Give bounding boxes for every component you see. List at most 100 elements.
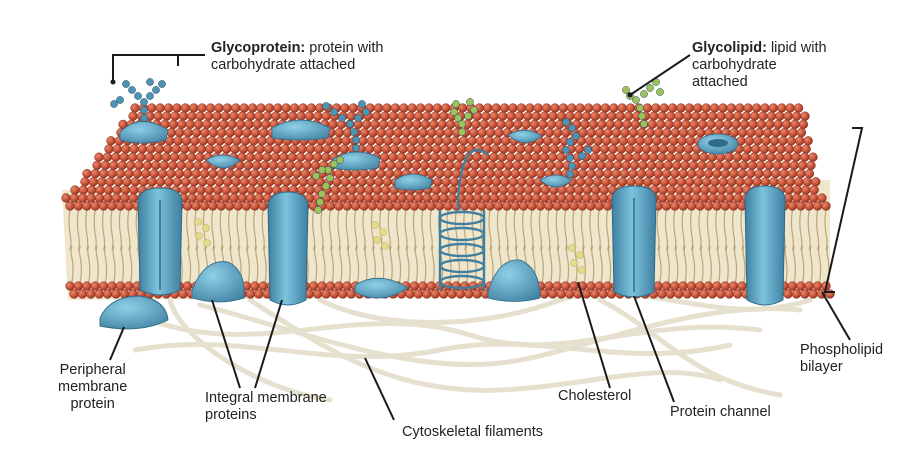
lipid-head: [478, 128, 487, 137]
lipid-head: [467, 177, 476, 186]
lipid-head: [700, 194, 709, 203]
lipid-head: [664, 161, 673, 170]
lipid-head: [580, 161, 589, 170]
lipid-head: [441, 104, 450, 113]
lipid-head: [179, 290, 188, 299]
lipid-head: [447, 153, 456, 162]
lipid-head: [651, 104, 660, 113]
lipid-head: [373, 145, 382, 154]
lipid-head: [575, 186, 584, 195]
lipid-head: [637, 128, 646, 137]
lipid-head: [584, 104, 593, 113]
lipid-head: [209, 169, 218, 178]
lipid-head: [124, 202, 133, 211]
lipid-head: [595, 128, 604, 137]
lipid-head: [529, 161, 538, 170]
lipid-head: [603, 169, 612, 178]
lipid-head: [188, 194, 197, 203]
lipid-head: [519, 169, 528, 178]
lipid-head: [551, 104, 560, 113]
lipid-head: [358, 177, 367, 186]
lipid-head: [801, 186, 810, 195]
lipid-head: [570, 202, 579, 211]
lipid-head: [469, 128, 478, 137]
lipid-head: [784, 290, 793, 299]
lipid-head: [399, 104, 408, 113]
lipid-head: [649, 153, 658, 162]
lipid-head: [369, 128, 378, 137]
lipid-head: [217, 128, 226, 137]
lipid-head: [654, 169, 663, 178]
lipid-head: [800, 290, 809, 299]
lipid-head: [543, 136, 552, 145]
sugar-unit: [110, 100, 117, 107]
lipid-head: [257, 104, 266, 113]
lipid-head: [179, 112, 188, 121]
lipid-head: [660, 104, 669, 113]
lipid-head: [549, 112, 558, 121]
lipid-head: [392, 136, 401, 145]
lipid-head: [523, 153, 532, 162]
lipid-head: [431, 194, 440, 203]
lipid-head: [385, 202, 394, 211]
lipid-head: [89, 177, 98, 186]
lipid-head: [601, 177, 610, 186]
lipid-head: [799, 120, 808, 129]
lipid-head: [150, 169, 159, 178]
lipid-head: [190, 177, 199, 186]
lipid-head: [427, 169, 436, 178]
lipid-head: [779, 136, 788, 145]
lipid-head: [228, 120, 237, 129]
lipid-head: [786, 104, 795, 113]
lipid-head: [721, 282, 730, 291]
lipid-head: [579, 128, 588, 137]
lipid-head: [394, 128, 403, 137]
lipid-head: [207, 177, 216, 186]
lipid-head: [334, 202, 343, 211]
lipid-head: [111, 153, 120, 162]
lipid-head: [129, 186, 138, 195]
lipid-head: [691, 290, 700, 299]
lipid-head: [233, 136, 242, 145]
lipid-head: [658, 112, 667, 121]
lipid-head: [595, 202, 604, 211]
lipid-head: [411, 128, 420, 137]
integral-line-1: Integral membrane: [205, 390, 327, 406]
lipid-head: [356, 194, 365, 203]
lipid-head: [719, 104, 728, 113]
lipid-head: [604, 128, 613, 137]
lipid-head: [712, 202, 721, 211]
lipid-head: [734, 186, 743, 195]
glycolipid-desc-3: attached: [692, 74, 748, 90]
lipid-head: [578, 169, 587, 178]
lipid-head: [469, 202, 478, 211]
lipid-head: [813, 202, 822, 211]
lipid-head: [91, 169, 100, 178]
lipid-head: [491, 186, 500, 195]
lipid-head: [174, 136, 183, 145]
lipid-head: [201, 128, 210, 137]
lipid-head: [365, 186, 374, 195]
lipid-head: [419, 128, 428, 137]
lipid-head: [671, 128, 680, 137]
lipid-head: [244, 161, 253, 170]
lipid-head: [649, 112, 658, 121]
lipid-head: [87, 186, 96, 195]
lipid-head: [234, 169, 243, 178]
lipid-head: [691, 112, 700, 121]
lipid-head: [255, 112, 264, 121]
lipid-head: [448, 290, 457, 299]
lipid-head: [795, 136, 804, 145]
lipid-head: [207, 136, 216, 145]
lipid-head: [803, 177, 812, 186]
lipid-head: [790, 161, 799, 170]
cytoskeletal-filaments: [135, 293, 810, 400]
lipid-head: [414, 290, 423, 299]
lipid-head: [540, 112, 549, 121]
lipid-head: [574, 194, 583, 203]
lipid-head: [587, 128, 596, 137]
lipid-head: [343, 282, 352, 291]
lipid-head: [765, 161, 774, 170]
lipid-head: [205, 186, 214, 195]
lipid-head: [457, 145, 466, 154]
